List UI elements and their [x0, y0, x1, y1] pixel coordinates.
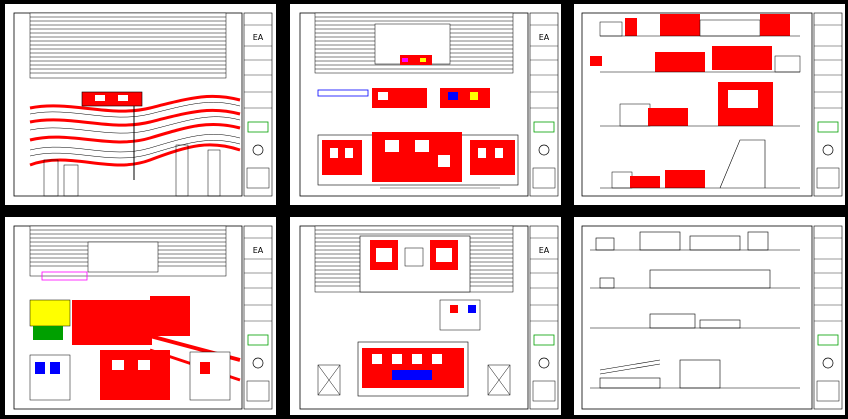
sheet-code: EA [539, 246, 550, 255]
sheet-3[interactable] [574, 4, 845, 205]
magenta-outline [41, 271, 88, 281]
north-arrow-icon [538, 144, 550, 156]
green-stamp [817, 121, 839, 133]
title-block [813, 12, 843, 197]
legend-box [246, 380, 270, 402]
building-footprint [81, 91, 143, 107]
green-stamp [817, 334, 839, 346]
section-drawings [590, 14, 801, 189]
sheet-1[interactable]: EA [5, 4, 276, 205]
site-contours [29, 94, 241, 167]
floor-plan-lower [317, 132, 519, 189]
green-stamp [533, 121, 555, 133]
legend-box [816, 167, 840, 189]
sheet-6[interactable] [574, 217, 845, 415]
building-footprint [400, 55, 432, 65]
north-arrow-icon [252, 144, 264, 156]
roof-plan [87, 241, 159, 273]
sheet-code: EA [253, 33, 264, 42]
legend-box [816, 380, 840, 402]
legend-box [532, 167, 556, 189]
north-arrow-icon [822, 144, 834, 156]
sheet-frame [581, 12, 813, 197]
green-stamp [247, 121, 269, 133]
legend-box [532, 380, 556, 402]
north-arrow-icon [822, 357, 834, 369]
title-block: EA [243, 225, 273, 410]
sheet-code: EA [253, 246, 264, 255]
floor-plan-wing [440, 88, 490, 108]
hatched-block [29, 12, 227, 79]
blue-outline [317, 89, 369, 97]
green-stamp [533, 334, 555, 346]
courtyard [95, 95, 105, 101]
north-arrow-icon [252, 357, 264, 369]
sheet-5[interactable]: EA [290, 217, 561, 415]
sheet-4[interactable]: EA [5, 217, 276, 415]
title-block: EA [529, 12, 559, 197]
title-block: EA [243, 12, 273, 197]
sheet-2[interactable]: EA [290, 4, 561, 205]
legend-box [246, 167, 270, 189]
elevation-drawings [590, 231, 800, 389]
sheet-paper [574, 217, 845, 415]
sheet-paper [574, 4, 845, 205]
title-block [813, 225, 843, 410]
north-arrow-icon [538, 357, 550, 369]
ground-floor-plan [29, 296, 241, 401]
lower-plan [317, 341, 511, 397]
sheet-frame [581, 225, 813, 410]
sheet-code: EA [539, 33, 550, 42]
mid-plan [439, 299, 481, 331]
green-stamp [247, 334, 269, 346]
title-block: EA [529, 225, 559, 410]
skyline [43, 144, 221, 197]
courtyard [118, 95, 128, 101]
